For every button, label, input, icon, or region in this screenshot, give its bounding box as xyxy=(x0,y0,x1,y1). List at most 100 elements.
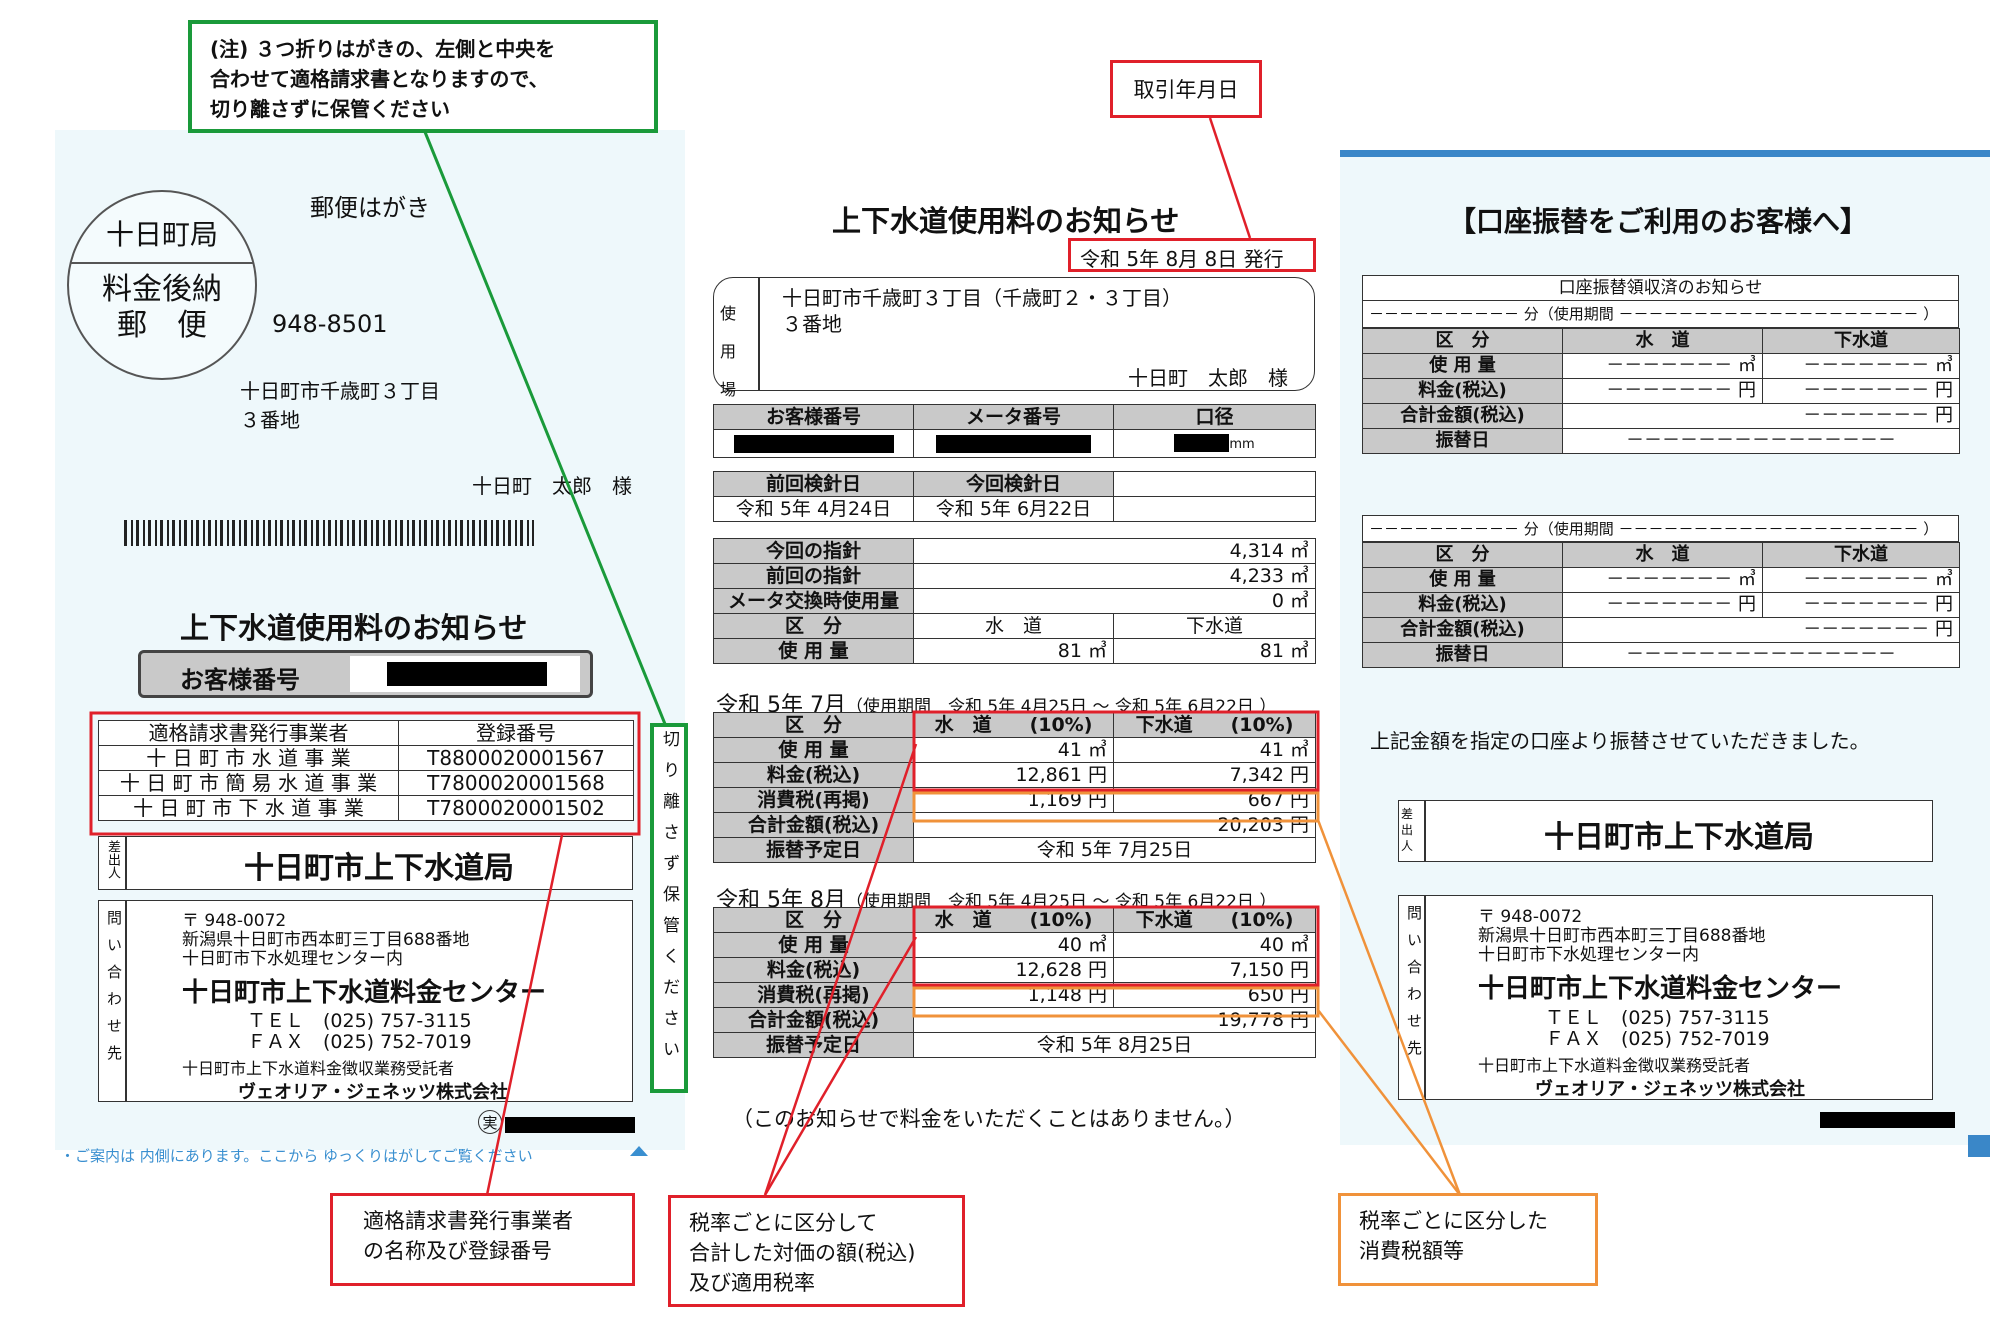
reading-blank xyxy=(1113,496,1316,522)
august-water-usage: 40 ㎥ xyxy=(913,932,1114,958)
post-office-name: 十日町局 xyxy=(105,218,218,251)
reading-date-table: 前回検針日 今回検針日 令和 5年 4月24日 令和 5年 6月22日 xyxy=(713,471,1316,522)
right-sender-box xyxy=(1398,800,1933,862)
orange-highlight-july xyxy=(912,791,1320,823)
center-title: 上下水道使用料のお知らせ xyxy=(832,204,1180,238)
july-sewer-head: 下水道 (10%) xyxy=(1113,712,1316,738)
dash-yen: －－－－－－－ 円 xyxy=(1762,378,1960,404)
customer-number-label: お客様番号 xyxy=(180,666,300,694)
division-label: 区 分 xyxy=(1362,542,1563,568)
right-inquiry-center: 十日町市上下水道料金センター xyxy=(1478,974,1843,1004)
prev-reading-date: 令和 5年 4月24日 xyxy=(713,496,914,522)
issuer-reg: T7800020001568 xyxy=(398,770,634,796)
postage-mark: 料金後納 郵 便 xyxy=(102,272,222,343)
issuer-header-reg: 登録番号 xyxy=(398,720,634,746)
sender-label: 差出人 xyxy=(105,840,120,879)
place-line2: ３番地 xyxy=(782,312,842,336)
july-water-fee: 12,861 円 xyxy=(913,762,1114,788)
left-notice-title: 上下水道使用料のお知らせ xyxy=(180,611,528,645)
issuer-reg: T7800020001502 xyxy=(398,795,634,821)
inquiry-tel: ＴＥＬ (025) 757-3115 xyxy=(247,1010,472,1032)
reading-blank xyxy=(1113,471,1316,497)
red-highlight-august xyxy=(912,905,1320,987)
transfer-label: 振替日 xyxy=(1362,428,1563,454)
division-label: 区 分 xyxy=(713,613,914,639)
meter-header-diameter: 口径 xyxy=(1113,404,1316,430)
peel-instruction: ・ご案内は 内側にあります。ここから ゆっくりはがしてご覧ください xyxy=(60,1147,533,1165)
dash-yen: －－－－－－－ 円 xyxy=(1762,592,1960,618)
right-title: 【口座振替をご利用のお客様へ】 xyxy=(1448,205,1869,238)
usage-water: 81 ㎥ xyxy=(913,638,1114,664)
division-label: 区 分 xyxy=(1362,328,1563,354)
right-statement: 上記金額を指定の口座より振替させていただきました。 xyxy=(1370,729,1870,753)
place-box xyxy=(713,277,1315,391)
contractor-name: ヴェオリア・ジェネッツ株式会社 xyxy=(238,1082,508,1103)
meter-number-cell xyxy=(913,429,1114,458)
sender-divider xyxy=(125,836,127,890)
inquiry-addr1: 新潟県十日町市西本町三丁目688番地 xyxy=(182,930,470,950)
note-issuer-callout: 適格請求書発行事業者 の名称及び登録番号 xyxy=(330,1193,635,1286)
right-inquiry-addr2: 十日町市下水処理センター内 xyxy=(1478,945,1699,965)
right-inquiry-divider xyxy=(1424,895,1426,1100)
july-sewer-fee: 7,342 円 xyxy=(1113,762,1316,788)
transfer-label: 振替日 xyxy=(1362,642,1563,668)
reading-label: 前回の指針 xyxy=(713,563,914,589)
dash-long: －－－－－－－－－－－－－－－ xyxy=(1562,428,1960,454)
inquiry-center: 十日町市上下水道料金センター xyxy=(182,978,547,1008)
august-sewer-head: 下水道 (10%) xyxy=(1113,907,1316,933)
address-line2: ３番地 xyxy=(240,408,300,432)
division-label: 区 分 xyxy=(713,907,914,933)
sewer-head: 下水道 xyxy=(1762,542,1960,568)
customer-barcode xyxy=(124,520,534,546)
reading-value: 4,314 ㎥ xyxy=(913,538,1316,564)
usage-sewer: 81 ㎥ xyxy=(1113,638,1316,664)
fee-label: 料金(税込) xyxy=(1362,592,1563,618)
water-header: 水 道 xyxy=(913,613,1114,639)
period-line: －－－－－－－－－－ 分（使用期間 －－－－－－－－－－－－－－－－－－－－ ） xyxy=(1362,301,1959,328)
right-top-rule xyxy=(1340,150,1990,157)
right-fax: ＦＡＸ (025) 752-7019 xyxy=(1545,1028,1770,1050)
sewer-head: 下水道 xyxy=(1762,328,1960,354)
red-connector-date xyxy=(1208,117,1252,239)
orange-connector-august xyxy=(1317,1009,1461,1196)
meter-table: お客様番号 メータ番号 口径 mm xyxy=(713,404,1316,458)
issue-date-box xyxy=(1068,238,1316,272)
total-label: 合計金額(税込) xyxy=(713,1007,914,1033)
receipt-block-2: －－－－－－－－－－ 分（使用期間 －－－－－－－－－－－－－－－－－－－－ ）… xyxy=(1362,515,1960,680)
issuer-name: 十 日 町 市 水 道 事 業 xyxy=(98,745,399,771)
note-top-callout: (注) ３つ折りはがきの、左側と中央を 合わせて適格請求書となりますので、 切り… xyxy=(188,20,658,133)
right-sender-name: 十日町市上下水道局 xyxy=(1544,820,1814,855)
prev-reading-header: 前回検針日 xyxy=(713,471,914,497)
row-label: 消費税(再掲) xyxy=(713,982,914,1008)
inquiry-addr2: 十日町市下水処理センター内 xyxy=(182,949,403,969)
issuer-reg: T8800020001567 xyxy=(398,745,634,771)
red-connector-july xyxy=(763,743,918,1196)
curr-reading-date: 令和 5年 6月22日 xyxy=(913,496,1114,522)
meter-header-meter: メータ番号 xyxy=(913,404,1114,430)
orange-connector-july xyxy=(1316,819,1462,1196)
reading-label: メータ交換時使用量 xyxy=(713,588,914,614)
recipient-name: 十日町 太郎 様 xyxy=(472,474,632,498)
total-label: 合計金額(税込) xyxy=(1362,403,1563,429)
water-head: 水 道 xyxy=(1562,542,1763,568)
right-inquiry-postal: 〒 948-0072 xyxy=(1478,907,1583,927)
july-water-usage: 41 ㎥ xyxy=(913,737,1114,763)
august-transfer-date: 令和 5年 8月25日 xyxy=(913,1032,1316,1058)
inquiry-postal: 〒 948-0072 xyxy=(182,911,287,931)
place-name: 十日町 太郎 様 xyxy=(1128,366,1288,390)
receipt-title: 口座振替領収済のお知らせ xyxy=(1362,275,1959,301)
transfer-label: 振替予定日 xyxy=(713,837,914,863)
right-inquiry-label: 問い合わせ先 xyxy=(1405,905,1423,1067)
issue-date: 令和 5年 8月 8日 発行 xyxy=(1080,247,1284,271)
right-redacted-bar xyxy=(1820,1112,1955,1128)
contractor-label: 十日町市上下水道料金徴収業務受託者 xyxy=(182,1059,455,1078)
right-tel: ＴＥＬ (025) 757-3115 xyxy=(1545,1007,1770,1029)
place-divider xyxy=(758,277,760,391)
receipt-block-1: 口座振替領収済のお知らせ －－－－－－－－－－ 分（使用期間 －－－－－－－－－… xyxy=(1362,275,1960,465)
address-line1: 十日町市千歳町３丁目 xyxy=(240,379,440,403)
water-head: 水 道 xyxy=(1562,328,1763,354)
total-label: 合計金額(税込) xyxy=(713,812,914,838)
